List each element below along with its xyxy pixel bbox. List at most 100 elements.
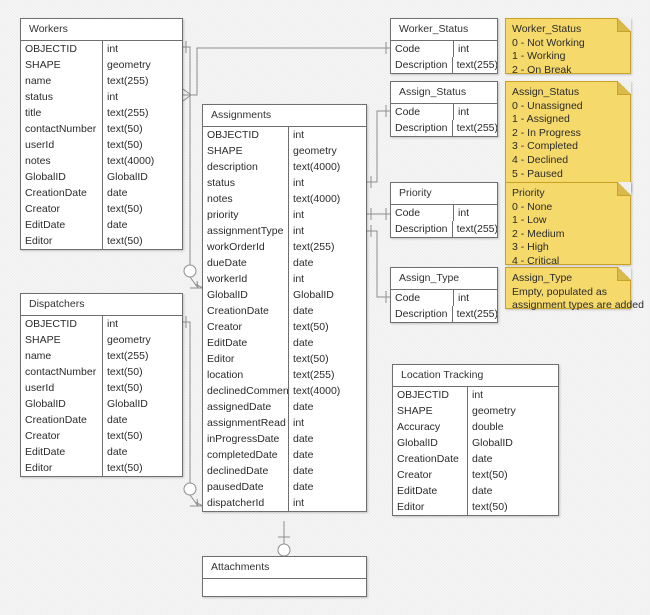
field-type: date <box>107 187 128 199</box>
field-name: workerId <box>203 271 289 287</box>
field-name: pausedDate <box>203 479 289 495</box>
field-name: SHAPE <box>393 403 468 419</box>
field-type: text(50) <box>107 382 143 394</box>
field-type: text(255) <box>456 59 497 71</box>
field-type: text(255) <box>456 308 497 320</box>
entity-title-priority: Priority <box>391 183 497 205</box>
field-type: date <box>293 449 314 461</box>
field-name: SHAPE <box>21 57 103 73</box>
field-name: OBJECTID <box>203 127 289 143</box>
field-name: EditDate <box>393 483 468 499</box>
table-row <box>203 579 366 596</box>
field-type: date <box>293 481 314 493</box>
field-name: Accuracy <box>393 419 468 435</box>
field-name: Description <box>391 120 453 136</box>
table-row: Accuracy double <box>393 419 558 435</box>
field-name: GlobalID <box>203 287 289 303</box>
table-row: Creator text(50) <box>203 319 366 335</box>
note-priority[interactable]: Priority 0 - None 1 - Low 2 - Medium 3 -… <box>505 182 631 267</box>
field-type: text(50) <box>107 430 143 442</box>
note-fold-icon <box>617 18 631 32</box>
note-fold-icon <box>617 267 631 281</box>
field-name: assignedDate <box>203 399 289 415</box>
field-name: GlobalID <box>21 169 103 185</box>
field-name: description <box>203 159 289 175</box>
field-type: date <box>293 433 314 445</box>
field-list-attachments <box>203 579 366 596</box>
field-type: text(50) <box>472 469 508 481</box>
table-row: pausedDate date <box>203 479 366 495</box>
entity-title-attachments: Attachments <box>203 557 366 579</box>
field-type: text(50) <box>293 321 329 333</box>
field-name: Creator <box>203 319 289 335</box>
field-type: int <box>293 129 305 141</box>
field-type: text(255) <box>107 75 149 87</box>
field-type: date <box>107 414 128 426</box>
note-assign-type[interactable]: Assign_Type Empty, populated as assignme… <box>505 267 644 311</box>
field-name: CreationDate <box>203 303 289 319</box>
field-type: text(50) <box>107 139 143 151</box>
field-type: text(4000) <box>293 161 341 173</box>
field-type: geometry <box>293 145 337 157</box>
field-name: assignmentType <box>203 223 289 239</box>
note-worker-status[interactable]: Worker_Status 0 - Not Working 1 - Workin… <box>505 18 631 76</box>
field-name: Creator <box>21 201 103 217</box>
field-type: text(50) <box>107 462 143 474</box>
field-name: Editor <box>393 499 468 515</box>
field-name: OBJECTID <box>393 387 468 403</box>
field-type: int <box>458 43 470 55</box>
field-name: CreationDate <box>21 412 103 428</box>
field-type: int <box>107 318 119 330</box>
note-fold-icon <box>617 182 631 196</box>
field-type: date <box>293 337 314 349</box>
entity-title-worker-status: Worker_Status <box>391 19 497 41</box>
note-line: 0 - Unassigned <box>512 99 583 112</box>
note-title: Assign_Type <box>512 272 573 284</box>
field-type: GlobalID <box>293 289 334 301</box>
field-type: double <box>472 421 504 433</box>
field-type: int <box>293 417 305 429</box>
field-name: declinedDate <box>203 463 289 479</box>
note-assign-status[interactable]: Assign_Status 0 - Unassigned 1 - Assigne… <box>505 81 631 193</box>
field-type: date <box>472 453 493 465</box>
field-name: contactNumber <box>21 121 103 137</box>
note-fold-icon <box>617 81 631 95</box>
field-name: Description <box>391 306 453 322</box>
field-type: text(255) <box>456 122 497 134</box>
entity-title-workers: Workers <box>21 19 182 41</box>
note-title: Worker_Status <box>512 23 582 35</box>
field-type: int <box>293 225 305 237</box>
entity-attachments[interactable]: Attachments <box>202 556 367 597</box>
field-name: declinedComment <box>203 383 289 399</box>
field-type: date <box>293 401 314 413</box>
